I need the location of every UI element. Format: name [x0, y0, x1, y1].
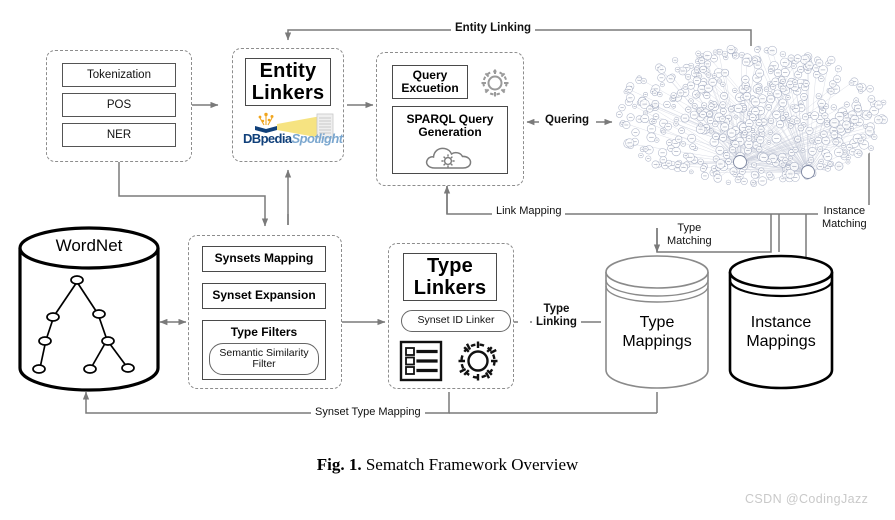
figure-caption: Fig. 1. Sematch Framework Overview: [0, 455, 895, 475]
synset-expansion-box[interactable]: Synset Expansion: [202, 283, 326, 309]
edge-label-synset-type-mapping: Synset Type Mapping: [311, 406, 425, 419]
type-matching-line1: Type: [677, 222, 702, 234]
csdn-watermark: CSDN @CodingJazz: [745, 492, 869, 506]
checklist-icon: [399, 340, 443, 382]
entity-linkers-title[interactable]: Entity Linkers: [245, 58, 331, 106]
semantic-filter-line1: Semantic Similarity: [219, 346, 309, 359]
dbpedia-spotlight-logo[interactable]: DBpediaSpotlight: [243, 112, 343, 152]
type-mappings-database[interactable]: Type Mappings: [601, 252, 713, 394]
instance-mappings-label: Instance Mappings: [725, 314, 837, 352]
type-filters-label: Type Filters: [230, 325, 298, 339]
sparql-line2: Generation: [418, 125, 482, 140]
edge-label-type-linking: Type Linking: [532, 303, 581, 330]
nlp-step-ner[interactable]: NER: [62, 123, 176, 147]
edge-label-type-matching: Type Matching: [663, 222, 716, 248]
semantic-similarity-filter-pill[interactable]: Semantic Similarity Filter: [209, 343, 319, 376]
edge-synset-type-mapping: [82, 391, 450, 414]
synsets-mapping-box[interactable]: Synsets Mapping: [202, 246, 326, 272]
edge-label-entity-linking: Entity Linking: [451, 22, 536, 36]
dbpedia-spotlight-logo-art: [255, 112, 334, 139]
query-execution-box[interactable]: Query Excuetion: [392, 65, 468, 99]
entity-linkers-title-line1: Entity: [259, 59, 317, 82]
type-linking-line1: Type: [543, 303, 570, 315]
synset-id-linker-pill[interactable]: Synset ID Linker: [401, 310, 511, 332]
entity-linkers-title-line2: Linkers: [251, 82, 325, 104]
sparql-line1: SPARQL Query: [406, 112, 494, 126]
type-linking-line2: Linking: [536, 316, 577, 329]
knowledge-graph-cloud[interactable]: [612, 40, 892, 195]
query-execution-line1: Query: [412, 67, 448, 82]
type-mappings-label: Type Mappings: [601, 314, 713, 352]
logo-text-spotlight: Spotlight: [291, 131, 344, 146]
edge-label-link-mapping: Link Mapping: [492, 205, 566, 218]
instance-mappings-line2: Mappings: [746, 332, 816, 350]
type-mappings-line2: Mappings: [622, 332, 692, 350]
nlp-step-tokenization[interactable]: Tokenization: [62, 63, 176, 87]
type-matching-line2: Matching: [667, 234, 712, 247]
caption-text: Sematch Framework Overview: [365, 455, 579, 474]
instance-matching-line1: Instance: [823, 205, 866, 217]
edge-label-instance-matching: Instance Matching: [818, 205, 871, 231]
gear-icon: [481, 69, 509, 97]
semantic-filter-line2: Filter: [252, 358, 276, 371]
gear-icon: [458, 341, 498, 381]
logo-text-dbpedia: DBpedia: [243, 131, 292, 146]
instance-mappings-line1: Instance: [750, 314, 812, 331]
database-cylinder-icon: [18, 226, 160, 392]
graph-network-icon: [614, 45, 890, 187]
dbpedia-spotlight-wordmark: DBpediaSpotlight: [243, 131, 344, 146]
instance-mappings-database[interactable]: Instance Mappings: [725, 252, 837, 394]
wordnet-label: WordNet: [55, 236, 123, 255]
type-linkers-title[interactable]: Type Linkers: [403, 253, 497, 301]
sparql-generation-box[interactable]: SPARQL Query Generation: [392, 106, 508, 174]
type-linkers-title-line2: Linkers: [413, 277, 487, 299]
type-linkers-title-line1: Type: [426, 254, 473, 277]
caption-figure-number: Fig. 1.: [316, 455, 362, 474]
nlp-step-pos[interactable]: POS: [62, 93, 176, 117]
cloud-gear-icon: [425, 147, 472, 169]
database-cylinder-icon: [728, 254, 834, 390]
edge-nlp-to-synsets: [118, 161, 269, 227]
database-cylinder-icon: [605, 255, 709, 389]
type-filters-box[interactable]: Type Filters Semantic Similarity Filter: [202, 320, 326, 380]
edge-label-quering: Quering: [541, 114, 594, 128]
wordnet-database[interactable]: WordNet: [14, 222, 164, 394]
type-mappings-line1: Type: [639, 314, 675, 331]
instance-matching-line2: Matching: [822, 217, 867, 230]
query-execution-line2: Excuetion: [401, 81, 459, 95]
